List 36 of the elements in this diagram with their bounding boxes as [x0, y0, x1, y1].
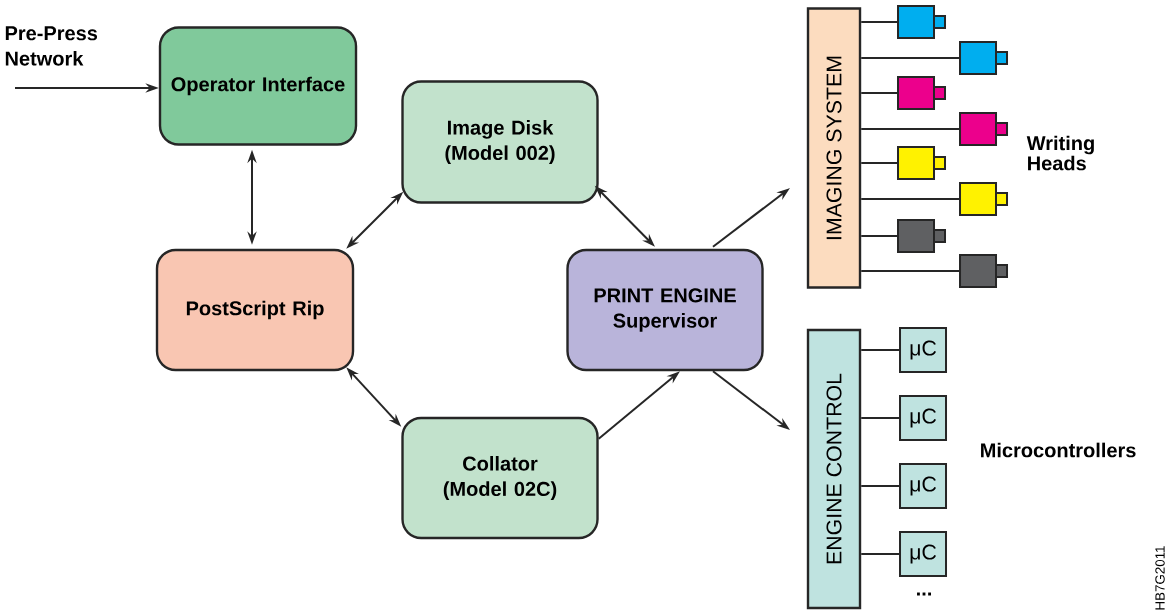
connector-line — [860, 57, 960, 59]
microcontroller-box: μC — [899, 327, 947, 373]
writing-head — [897, 219, 946, 253]
writing-head — [959, 112, 1008, 146]
figure-id: HB7G2011 — [1155, 546, 1165, 610]
process-box: PostScript Rip — [155, 248, 355, 372]
connector-line — [860, 417, 900, 419]
connector-line — [860, 235, 898, 237]
writing-head — [959, 182, 1008, 216]
microcontroller-box: μC — [899, 531, 947, 577]
system-bar: IMAGING SYSTEM — [806, 7, 862, 289]
microcontroller-box: μC — [899, 395, 947, 441]
ellipsis: ... — [917, 592, 931, 596]
connector-line — [860, 92, 898, 94]
writing-head — [959, 254, 1008, 288]
writing-head — [897, 5, 946, 39]
connector-line — [860, 128, 960, 130]
connector-line — [860, 553, 900, 555]
connector-line — [860, 162, 898, 164]
process-box: Image Disk (Model 002) — [401, 80, 599, 204]
writing-head — [959, 41, 1008, 75]
connector-line — [860, 270, 960, 272]
writing-head — [897, 146, 946, 180]
process-box: PRINT ENGINE Supervisor — [566, 248, 764, 372]
microcontroller-box: μC — [899, 463, 947, 509]
connector-line — [860, 21, 898, 23]
writing-head — [897, 76, 946, 110]
connector-line — [860, 349, 900, 351]
input-label: Pre-Press Network — [5, 26, 98, 66]
process-box: Operator Interface — [158, 26, 358, 146]
group-label: Writing Heads — [1026, 135, 1094, 171]
system-bar: ENGINE CONTROL — [806, 328, 862, 610]
connector-line — [860, 485, 900, 487]
group-label: Microcontrollers — [981, 442, 1136, 458]
connector-line — [860, 198, 960, 200]
process-box: Collator (Model 02C) — [401, 416, 599, 540]
